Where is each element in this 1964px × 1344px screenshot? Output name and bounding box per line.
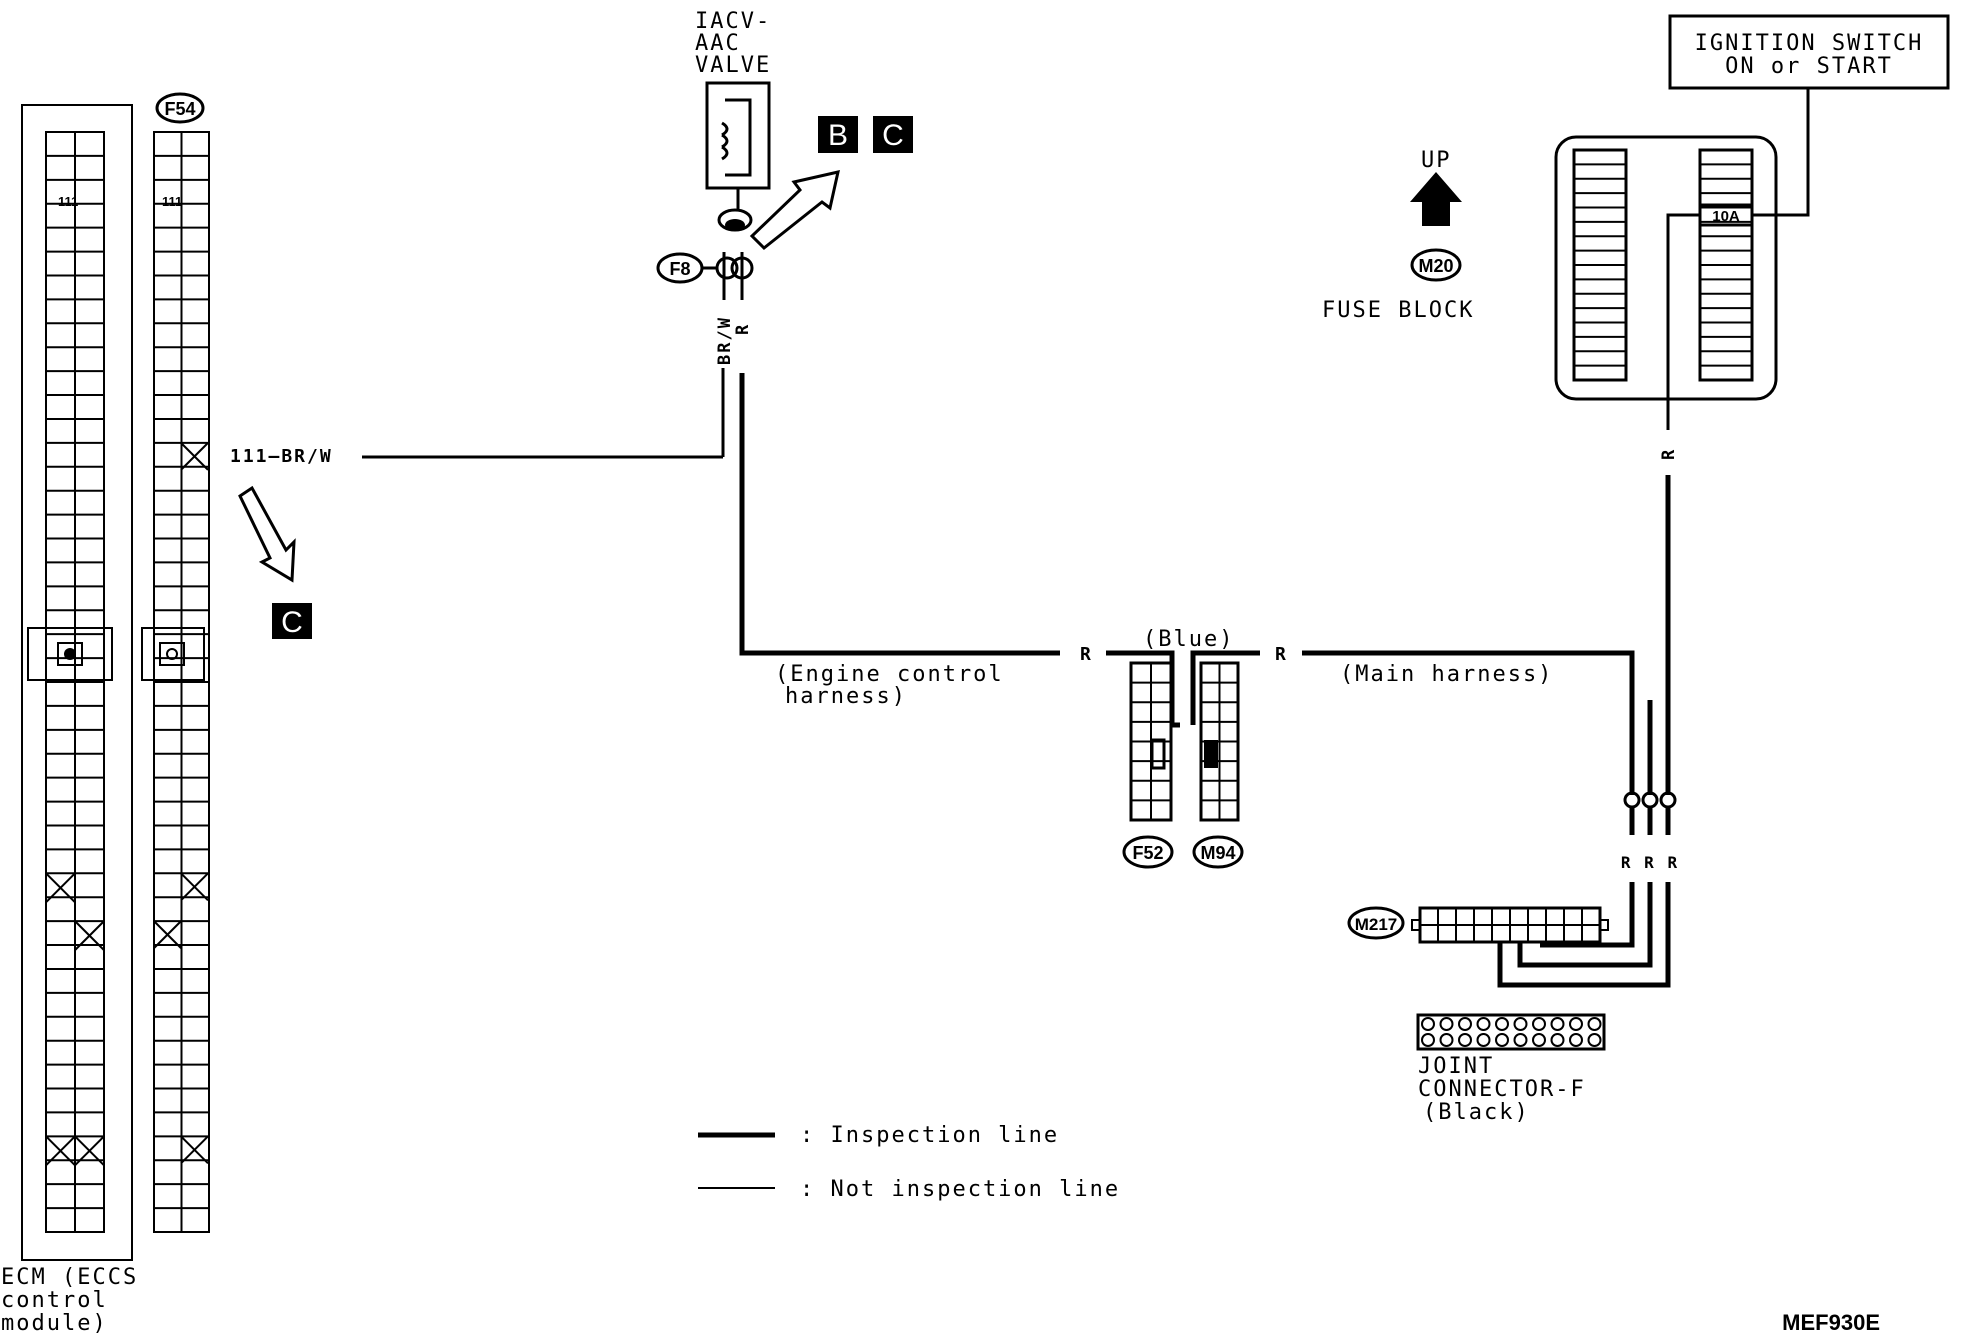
r-wire-engine-harness	[739, 373, 1060, 656]
m94-tag	[1192, 835, 1244, 869]
f54-code: F54	[164, 99, 195, 119]
iacv-label-line3: VALVE	[695, 53, 771, 78]
blue-connector-label: (Blue)	[1143, 627, 1234, 652]
up-arrow-icon	[1410, 172, 1462, 226]
joint-wire-2	[1517, 882, 1653, 968]
joint-connector-line1: JOINT	[1418, 1054, 1494, 1079]
fuse-rating: 10A	[1712, 208, 1740, 225]
f54-terminal-111: 111	[162, 194, 182, 209]
ignition-feed-wire	[1752, 88, 1810, 217]
m217-code: M217	[1355, 915, 1398, 934]
ecm-label-line1: ECM (ECCS	[1, 1265, 138, 1290]
svg-text:C: C	[281, 606, 303, 639]
ignition-switch-line1: IGNITION SWITCH	[1695, 31, 1924, 56]
fuse-block-label: FUSE BLOCK	[1322, 298, 1474, 323]
engine-harness-label-2: harness)	[785, 684, 907, 709]
ignition-switch-line2: ON or START	[1725, 54, 1893, 79]
main-harness-label: (Main harness)	[1340, 662, 1553, 687]
m94-code: M94	[1200, 843, 1235, 863]
f54-tag	[155, 92, 205, 124]
r-wire-main-harness	[1302, 650, 1635, 795]
f8-code: F8	[669, 259, 690, 279]
joint-connector-line2: CONNECTOR-F	[1418, 1077, 1586, 1102]
brw-wire-label: BR/W	[715, 316, 735, 365]
f54-connector	[141, 131, 210, 1233]
m20-code: M20	[1418, 256, 1453, 276]
ref-arrow-c-lower	[238, 485, 296, 583]
ref-badge-c-upper: C	[873, 116, 913, 153]
ref-badge-c-lower: C	[272, 603, 312, 639]
r-wire-label-joint: R R R	[1621, 853, 1679, 872]
m217-tag	[1347, 906, 1405, 940]
figure-code: MEF930E	[1782, 1310, 1880, 1335]
f52-connector	[1129, 661, 1173, 822]
ref-badge-b: B	[818, 116, 858, 153]
ecm-wire-label: 111—BR/W	[230, 446, 333, 467]
svg-text:B: B	[828, 119, 848, 152]
r-wire-label-right: R	[1275, 644, 1288, 665]
iacv-label-line1: IACV-	[695, 9, 771, 34]
iacv-label-line2: AAC	[695, 31, 741, 56]
joint-wire-1	[1540, 882, 1635, 948]
m94-connector	[1190, 650, 1260, 822]
ecm-connector	[21, 104, 133, 1261]
ecm-terminal-111: 111	[58, 194, 78, 209]
f8-connector	[702, 252, 754, 300]
joint-splice-points	[1623, 791, 1677, 835]
r-wire-label-fuse: R	[1659, 448, 1679, 460]
joint-connector-symbol	[1416, 1013, 1606, 1051]
joint-wire-3	[1497, 882, 1671, 988]
r-wire-label-f8: R	[733, 323, 753, 335]
iacv-valve-symbol	[705, 81, 771, 232]
up-label: UP	[1421, 148, 1452, 173]
engine-harness-label-1: (Engine control	[775, 662, 1004, 687]
r-wire-label-left: R	[1080, 644, 1093, 665]
m20-tag	[1410, 248, 1462, 282]
joint-connector-line3: (Black)	[1423, 1100, 1530, 1125]
f52-code: F52	[1132, 843, 1163, 863]
fuse-block-panel	[1554, 135, 1778, 430]
legend-inspection-label: : Inspection line	[800, 1123, 1059, 1148]
svg-text:C: C	[882, 119, 904, 152]
f52-tag	[1122, 835, 1174, 869]
legend-not-inspection-label: : Not inspection line	[800, 1177, 1120, 1202]
ecm-label-line2: control	[1, 1288, 108, 1313]
ref-arrow-bc-upper	[749, 170, 840, 251]
ecm-label-line3: module)	[1, 1311, 108, 1336]
m217-connector	[1411, 906, 1609, 944]
